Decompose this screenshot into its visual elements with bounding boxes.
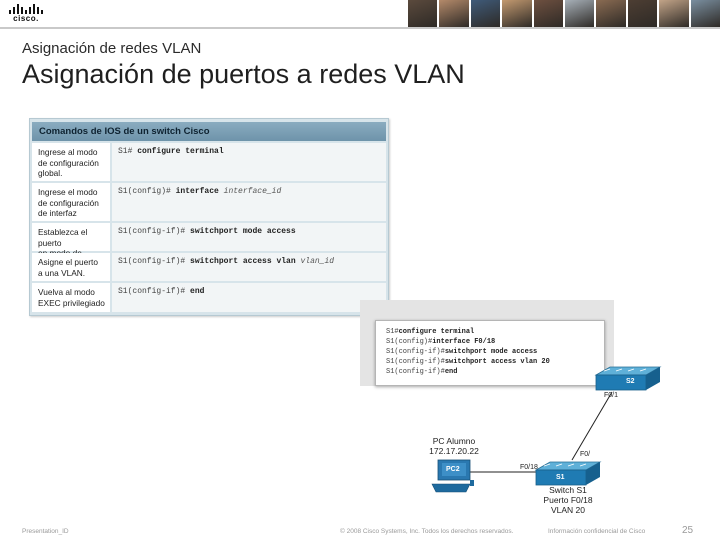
s2-port-label: F0/1 [604,392,619,399]
row-description: Asigne el puerto a una VLAN. [32,253,112,281]
footer-confidential: Información confidencial de Cisco [548,528,646,535]
cisco-wordmark: cisco. [13,14,39,23]
s1-device-tag: S1 [556,474,565,481]
s1-uplink-port-label: F0/ [580,451,591,458]
switch-s2-icon [594,366,662,391]
ios-command-table: Comandos de IOS de un switch Cisco Ingre… [29,118,389,316]
terminal-line: S1(config-if)#end [386,368,458,376]
table-heading: Comandos de IOS de un switch Cisco [39,126,210,137]
link-s1-s2 [571,391,613,461]
s2-device-tag: S2 [626,378,635,385]
cisco-logo: cisco. [8,4,44,24]
page-number: 25 [682,525,694,536]
row-command: S1(config-if)# switchport mode access [112,223,386,251]
table-heading-bar: Comandos de IOS de un switch Cisco [32,122,386,141]
switch-caption: Switch S1 Puerto F0/18 VLAN 20 [543,485,593,515]
row-description: Ingrese el modo de configuración de inte… [32,183,112,221]
table-row: Vuelva al modo EXEC privilegiado S1(conf… [32,283,386,312]
header-photo [627,0,658,27]
header-bar: cisco. [0,0,720,28]
terminal-line: S1(config-if)#switchport access vlan 20 [386,358,550,366]
table-row: Ingrese el modo de configuración de inte… [32,183,386,221]
header-photo [659,0,689,27]
table-row: Ingrese al modo de configuración global.… [32,143,386,181]
terminal-line: S1(config)#interface F0/18 [386,338,496,346]
row-command: S1# configure terminal [112,143,386,181]
header-photo [533,0,564,27]
header-photo [596,0,626,27]
footer-presentation-id: Presentation_ID [22,528,69,535]
header-photo [502,0,532,27]
cisco-bars-icon [8,4,44,14]
row-command: S1(config)# interface interface_id [112,183,386,221]
terminal-line: S1(config-if)#switchport mode access [386,348,538,356]
slide-subtitle: Asignación de redes VLAN [22,40,202,57]
footer-copyright: © 2008 Cisco Systems, Inc. Todos los der… [340,528,514,535]
terminal-line: S1#configure terminal [386,328,475,336]
pc2-icon [431,459,474,493]
header-photo [565,0,595,27]
header-photo [690,0,720,27]
row-command: S1(config-if)# end [112,283,386,312]
switch-s1-icon [534,461,602,486]
s1-access-port-label: F0/18 [520,464,538,471]
header-photo [470,0,501,27]
pc2-device-tag: PC2 [446,466,460,473]
pc-caption: PC Alumno 172.17.20.22 [429,436,479,456]
header-divider [0,27,720,29]
header-photo [408,0,438,27]
row-command: S1(config-if)# switchport access vlan vl… [112,253,386,281]
row-description: Ingrese al modo de configuración global. [32,143,112,181]
slide-title: Asignación de puertos a redes VLAN [22,59,465,89]
cli-terminal: S1#configure terminal S1(config)#interfa… [375,320,605,386]
header-photo-strip [408,0,720,27]
row-description: Vuelva al modo EXEC privilegiado [32,283,112,312]
table-row: Asigne el puerto a una VLAN. S1(config-i… [32,253,386,281]
header-photo [439,0,469,27]
